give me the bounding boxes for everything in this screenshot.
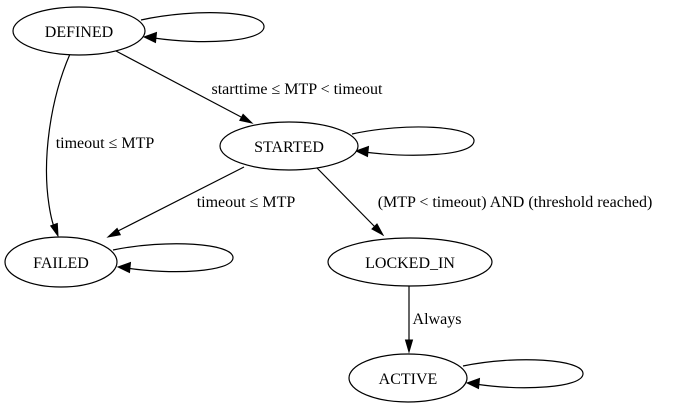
edge-defined-to-failed: timeout ≤ MTP	[45, 53, 155, 238]
self-loop-defined-path	[140, 12, 265, 43]
state-ellipse-started	[219, 121, 359, 171]
state-ellipse-failed	[4, 236, 118, 288]
arrowhead	[404, 339, 414, 354]
self-loop-started-path	[351, 126, 475, 156]
edge-defined-to-failed-path	[45, 53, 71, 232]
arrowhead	[106, 227, 122, 238]
state-node-started: STARTED	[219, 121, 359, 171]
self-loop-failed-path	[112, 243, 234, 273]
state-node-failed: FAILED	[4, 236, 118, 288]
state-node-active: ACTIVE	[348, 353, 468, 403]
state-ellipse-defined	[12, 6, 146, 56]
edge-started-to-locked-in: (MTP < timeout) AND (threshold reached)	[316, 167, 653, 237]
state-label-locked-in: LOCKED_IN	[365, 255, 455, 272]
state-node-locked-in: LOCKED_IN	[327, 237, 493, 287]
arrowhead	[354, 145, 370, 158]
edge-started-to-failed-path	[117, 166, 245, 232]
arrowhead	[49, 222, 59, 238]
state-label-active: ACTIVE	[379, 371, 438, 388]
edge-label-defined-started: starttime ≤ MTP < timeout	[212, 81, 384, 98]
edge-locked-in-to-active: Always	[404, 286, 462, 354]
self-loop-failed	[112, 243, 234, 274]
self-loop-started	[351, 126, 475, 158]
arrowhead	[239, 113, 254, 124]
edge-label-defined-failed: timeout ≤ MTP	[56, 135, 155, 152]
edge-started-to-locked-in-path	[316, 167, 377, 229]
state-label-failed: FAILED	[33, 255, 89, 272]
state-ellipse-locked-in	[327, 237, 493, 287]
edge-label-locked-in-active: Always	[413, 311, 462, 328]
arrowhead	[116, 261, 132, 274]
self-loop-active	[462, 359, 584, 390]
edge-defined-to-started-path	[115, 50, 244, 119]
edge-label-started-failed: timeout ≤ MTP	[197, 194, 296, 211]
edge-label-started-locked-in: (MTP < timeout) AND (threshold reached)	[378, 194, 653, 211]
self-loop-defined	[140, 12, 265, 44]
edge-defined-to-started: starttime ≤ MTP < timeout	[115, 50, 384, 124]
state-node-defined: DEFINED	[12, 6, 146, 56]
arrowhead	[142, 31, 158, 44]
arrowhead	[465, 377, 481, 390]
state-ellipse-active	[348, 353, 468, 403]
self-loop-active-path	[462, 359, 584, 389]
state-label-started: STARTED	[254, 139, 324, 156]
edge-started-to-failed: timeout ≤ MTP	[106, 166, 296, 238]
state-label-defined: DEFINED	[45, 24, 113, 41]
arrowhead	[371, 223, 385, 237]
